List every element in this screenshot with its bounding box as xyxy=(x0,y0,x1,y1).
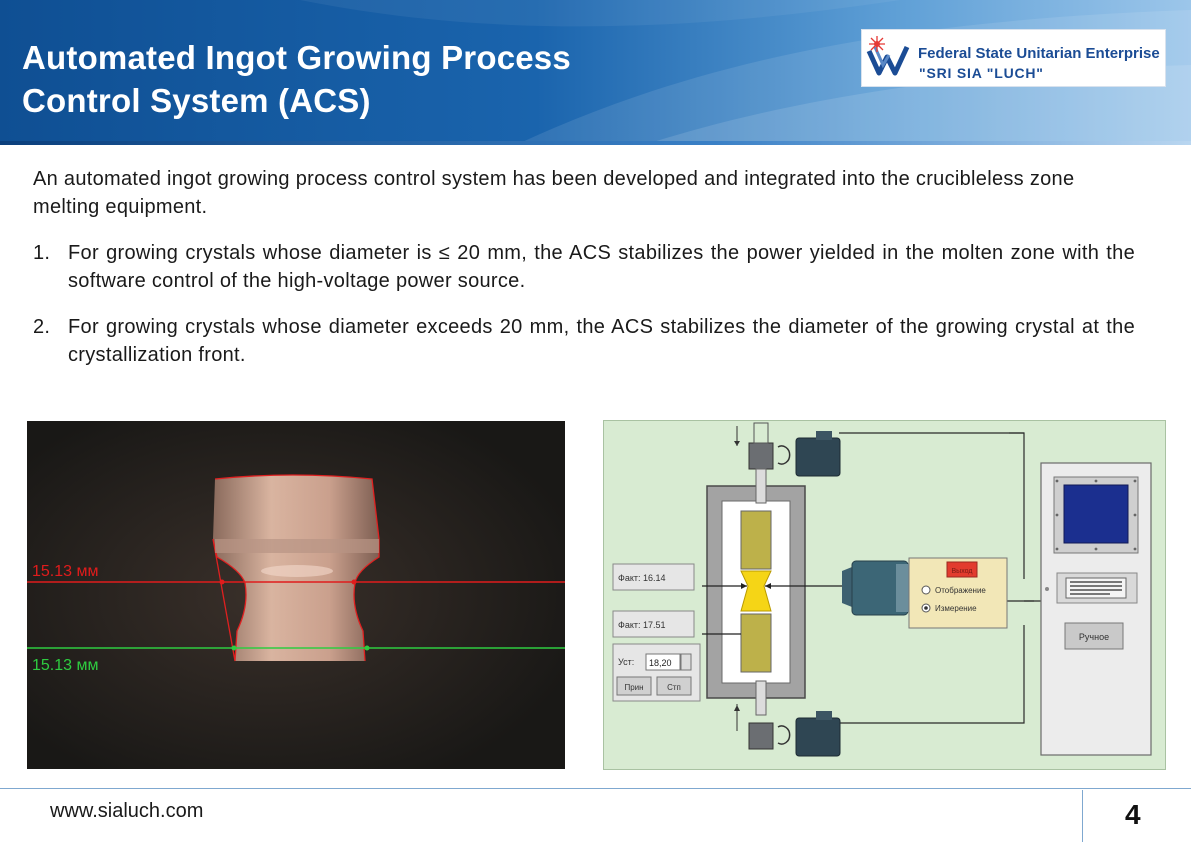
manual-button-label: Ручное xyxy=(1079,632,1109,642)
slide-header: Automated Ingot Growing Process Control … xyxy=(0,0,1191,143)
stop-button-label: Стп xyxy=(667,683,681,692)
red-measure-label: 15.13 мм xyxy=(32,563,98,580)
footer-divider xyxy=(1082,790,1083,842)
website-url: www.sialuch.com xyxy=(50,800,204,822)
wiring xyxy=(839,432,1041,724)
header-underline xyxy=(0,141,1191,145)
logo-text-line-1: Federal State Unitarian Enterprise xyxy=(918,45,1160,62)
fact-readout-1: Факт: 16.14 xyxy=(618,573,666,583)
green-measure-label: 15.13 мм xyxy=(32,657,98,674)
fact-readout-2: Факт: 17.51 xyxy=(618,620,666,630)
list-item: 2. For growing crystals whose diameter e… xyxy=(33,313,1135,369)
crystal-photo-graphic: 15.13 мм 15.13 мм xyxy=(27,421,565,769)
list-item-number: 2. xyxy=(33,316,51,338)
company-logo: Federal State Unitarian Enterprise "SRI … xyxy=(861,29,1166,87)
setpoint-label: Уст: xyxy=(618,657,634,667)
exit-button-label: Выход xyxy=(952,568,973,575)
acs-schematic-graphic: Выход Отображение Измерение Ручное Факт:… xyxy=(604,421,1165,769)
page-number: 4 xyxy=(1125,799,1141,830)
list-item: 1. For growing crystals whose diameter i… xyxy=(33,239,1135,295)
list-item-text: For growing crystals whose diameter is ≤… xyxy=(68,242,1135,292)
title-line-1: Automated Ingot Growing Process xyxy=(22,39,571,76)
apply-button-label: Прин xyxy=(624,683,643,692)
logo-text-line-2: "SRI SIA "LUCH" xyxy=(919,65,1044,81)
intro-paragraph: An automated ingot growing process contr… xyxy=(33,168,1075,218)
radio-measure-label: Измерение xyxy=(935,604,977,613)
setpoint-value: 18,20 xyxy=(649,658,672,668)
acs-schematic-diagram: Выход Отображение Измерение Ручное Факт:… xyxy=(603,420,1166,770)
title-line-2: Control System (ACS) xyxy=(22,82,371,119)
list-item-text: For growing crystals whose diameter exce… xyxy=(68,316,1135,366)
slide-title: Automated Ingot Growing Process Control … xyxy=(22,36,571,122)
slide-body: An automated ingot growing process contr… xyxy=(33,165,1135,369)
crystal-camera-image: 15.13 мм 15.13 мм xyxy=(27,421,565,769)
radio-display-label: Отображение xyxy=(935,586,986,595)
luch-logo-mark-icon xyxy=(866,36,910,76)
list-item-number: 1. xyxy=(33,242,51,264)
footer-rule xyxy=(0,788,1191,789)
